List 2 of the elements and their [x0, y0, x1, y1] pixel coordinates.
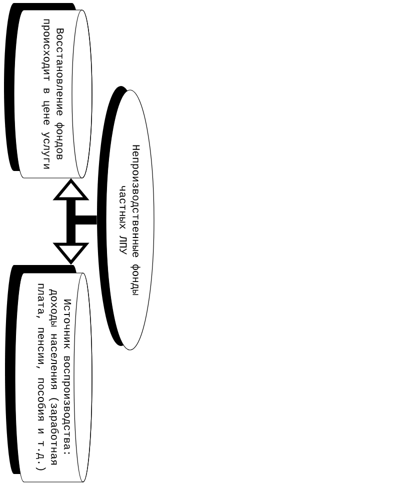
cylinder: Источник воспроизводства: доходы населения (заработная плата, пенсии, пособия и т.д.) — [5, 265, 92, 482]
cylinder: Восстановление фондов происходит в цене услуги — [4, 3, 92, 178]
